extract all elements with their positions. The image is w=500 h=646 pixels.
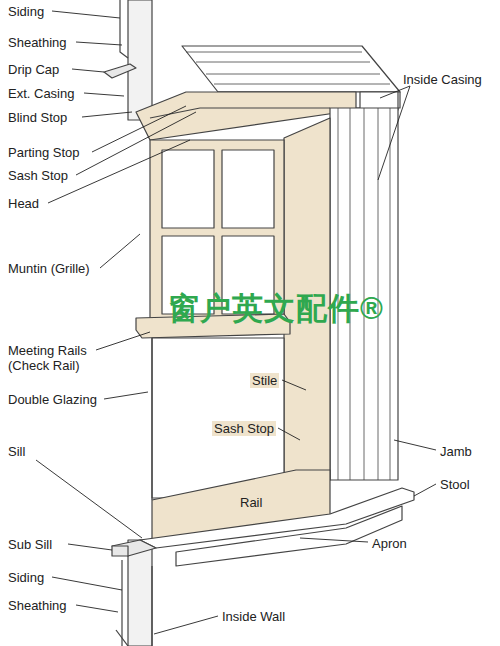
part-label: Siding <box>8 4 44 19</box>
part-label: Head <box>8 196 39 211</box>
part-label: Sheathing <box>8 598 67 613</box>
part-label: Apron <box>372 536 407 551</box>
watermark: 窗户英文配件® <box>168 288 384 330</box>
part-label: Sash Stop <box>8 168 68 183</box>
part-label: Ext. Casing <box>8 86 74 101</box>
part-label: Meeting Rails (Check Rail) <box>8 343 120 373</box>
part-label: Inside Casing <box>403 72 482 87</box>
part-label: Stile <box>250 373 279 388</box>
part-label: Blind Stop <box>8 110 67 125</box>
part-label: Sheathing <box>8 35 67 50</box>
part-label: Sill <box>8 444 25 459</box>
part-label: Sub Sill <box>8 537 52 552</box>
part-label: Sash Stop <box>212 421 276 436</box>
part-label: Muntin (Grille) <box>8 261 90 276</box>
part-label: Siding <box>8 570 44 585</box>
part-label: Parting Stop <box>8 145 80 160</box>
part-label: Double Glazing <box>8 392 97 407</box>
part-label: Inside Wall <box>222 609 285 624</box>
part-label: Rail <box>238 495 264 510</box>
part-label: Drip Cap <box>8 62 59 77</box>
part-label: Stool <box>440 477 470 492</box>
part-label: Jamb <box>440 444 472 459</box>
